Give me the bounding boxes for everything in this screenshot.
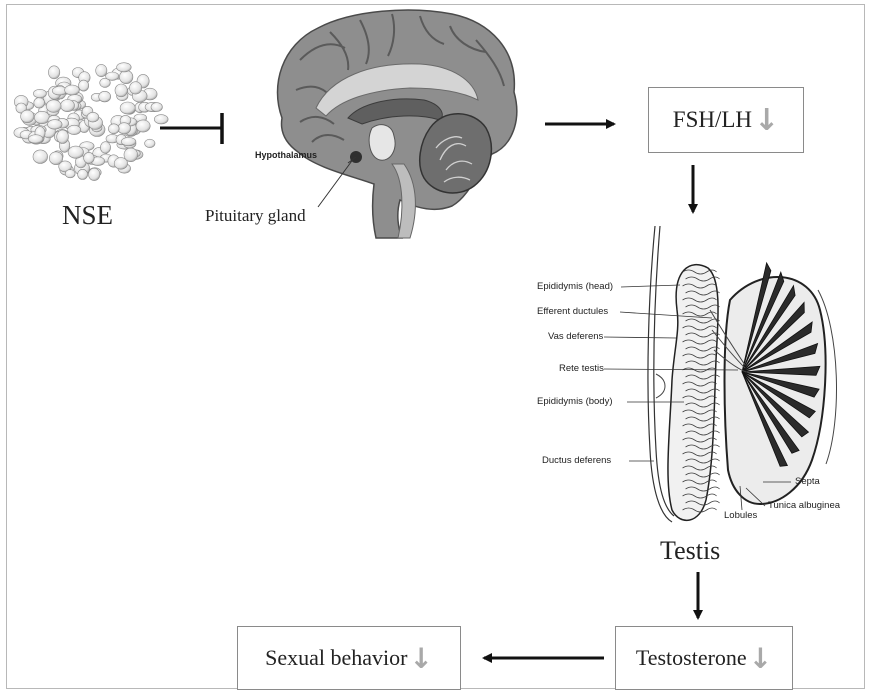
seed [49,152,62,165]
seed [79,80,89,91]
sexual-behavior-box: Sexual behavior ↓ [237,626,461,690]
seed [117,63,132,72]
seed [108,124,119,134]
seed [114,158,127,170]
seed [106,72,119,80]
fsh-lh-down-arrow-icon: ↓ [754,103,779,138]
seed [151,103,162,112]
epididymis-body-label: Epididymis (body) [537,396,613,407]
seed [61,100,75,112]
tunica-albuginea-label: Tunica albuginea [768,500,840,511]
seed [118,123,131,134]
seed [21,110,34,123]
seed [100,142,110,154]
lobules-label: Lobules [724,510,757,521]
seed [28,135,43,144]
seed [57,130,69,144]
fsh-lh-box: FSH/LH ↓ [648,87,804,153]
rete-testis-label: Rete testis [559,363,604,374]
pituitary-gland-label: Pituitary gland [205,206,306,226]
seed [33,150,48,164]
seed [68,146,83,158]
seed [120,102,135,114]
testosterone-box: Testosterone ↓ [615,626,793,690]
sexual-behavior-label: Sexual behavior [265,645,407,671]
seed [121,137,136,145]
testis-title: Testis [660,536,720,566]
seed [84,152,95,163]
seed [154,115,168,124]
seed [130,82,142,94]
nse-label: NSE [62,200,113,231]
seed [136,120,150,132]
fsh-lh-label: FSH/LH [673,107,752,133]
brain-image [278,10,517,238]
seed [48,120,63,130]
inhibition-arrow [160,113,222,144]
septa-label: Septa [795,476,820,487]
seed [68,125,81,134]
seed [89,168,100,180]
seed [145,139,155,147]
vas-deferens-label: Vas deferens [548,331,603,342]
seed [65,170,75,178]
seed [120,70,133,83]
seed [34,98,45,108]
seed [78,169,88,179]
seed [46,100,61,113]
seed [99,91,111,102]
sexual-behavior-down-arrow-icon: ↓ [409,642,432,675]
seed [48,66,59,79]
hypothalamus-label: Hypothalamus [255,150,317,160]
testosterone-down-arrow-icon: ↓ [749,642,772,675]
ductus-deferens-label: Ductus deferens [542,455,611,466]
testosterone-label: Testosterone [636,645,747,671]
efferent-ductules-label: Efferent ductules [537,306,608,317]
seed [115,84,127,97]
epididymis-head-label: Epididymis (head) [537,281,613,292]
seed [96,64,107,76]
seed [87,112,99,122]
nse-seeds-image [14,63,168,181]
seed [65,85,80,95]
seed [33,89,46,98]
